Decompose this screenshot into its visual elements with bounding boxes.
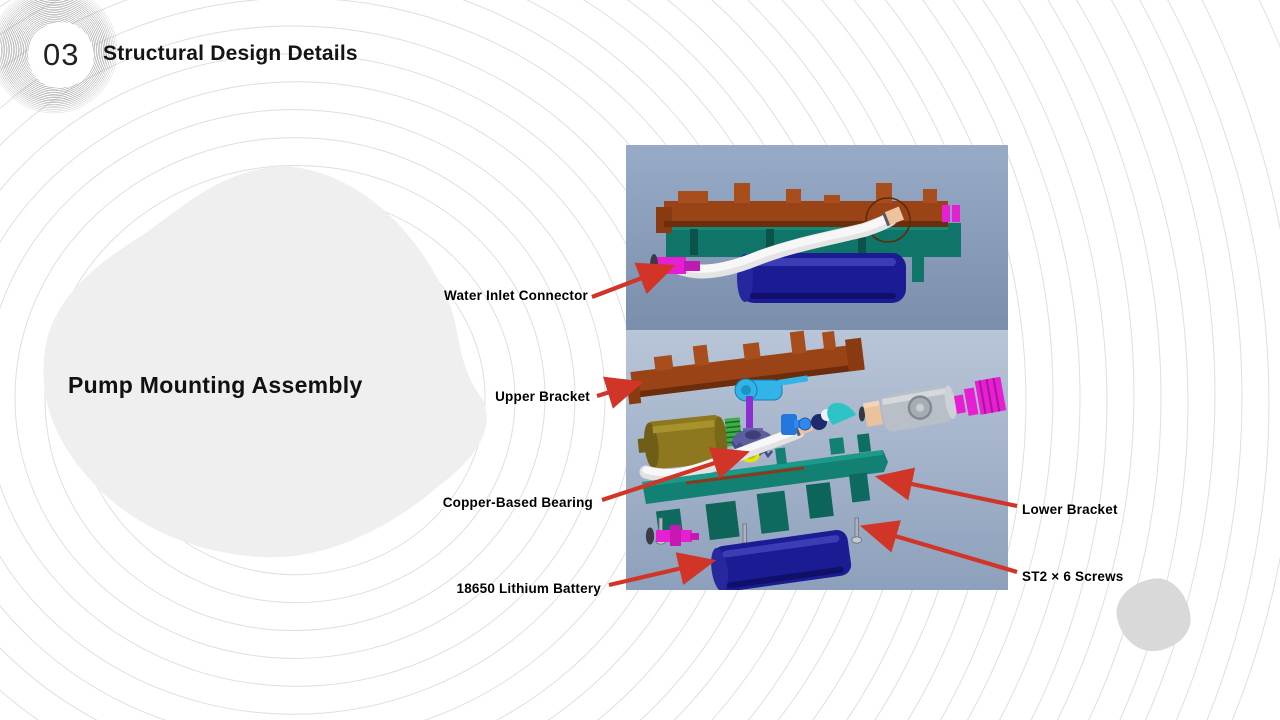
section-number: 03 <box>42 36 80 72</box>
callout-copper-bearing: Copper-Based Bearing <box>442 495 593 510</box>
exploded-view-drawing <box>626 330 1007 590</box>
callout-screws: ST2 × 6 Screws <box>1022 569 1124 584</box>
feature-title: Pump Mounting Assembly <box>68 372 363 398</box>
feature-blob <box>43 166 487 558</box>
callout-lithium-battery: 18650 Lithium Battery <box>456 581 601 596</box>
callout-water-inlet-connector: Water Inlet Connector <box>444 288 588 303</box>
callout-lower-bracket: Lower Bracket <box>1022 502 1118 517</box>
callout-upper-bracket: Upper Bracket <box>495 389 590 404</box>
exploded-view-panel <box>626 330 1008 590</box>
cad-figure <box>626 145 1008 590</box>
page-title: Structural Design Details <box>103 42 358 65</box>
section-badge: 03 <box>0 0 124 122</box>
assembled-view-panel <box>626 145 1008 330</box>
assembled-view-drawing <box>650 183 961 303</box>
